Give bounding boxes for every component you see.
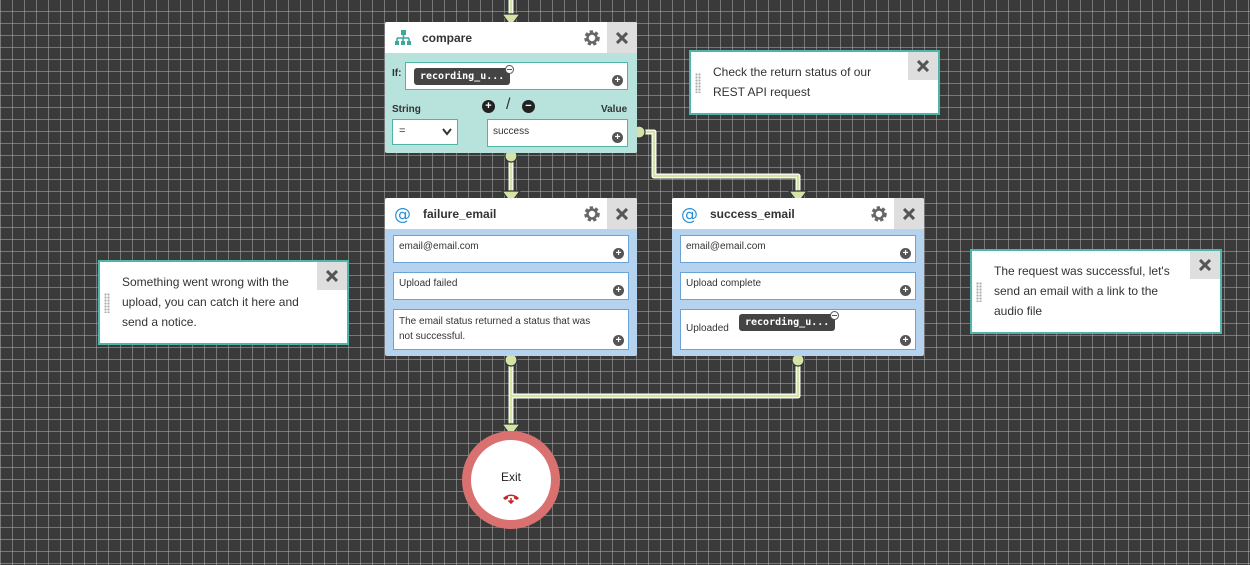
svg-text:@: @ bbox=[394, 205, 411, 224]
email-body-text: The email status returned a status that … bbox=[399, 314, 604, 344]
exit-node[interactable]: Exit bbox=[462, 431, 560, 529]
close-icon bbox=[903, 208, 915, 220]
hang-up-icon bbox=[502, 492, 520, 504]
email-body-field[interactable]: The email status returned a status that … bbox=[393, 309, 629, 350]
failure-note[interactable]: Something went wrong with the upload, yo… bbox=[98, 260, 349, 345]
add-variable-icon[interactable]: + bbox=[900, 335, 911, 346]
remove-variable-icon[interactable] bbox=[830, 311, 839, 320]
value-label: Value bbox=[601, 104, 627, 115]
success-email-node[interactable]: @ success_email email@email.com + Upload… bbox=[672, 198, 924, 356]
success-email-title: success_email bbox=[710, 207, 795, 221]
variable-pill[interactable]: recording_u... bbox=[739, 314, 835, 331]
drag-handle[interactable] bbox=[695, 73, 701, 93]
email-to-field[interactable]: email@email.com + bbox=[680, 235, 916, 263]
close-button[interactable] bbox=[607, 22, 637, 53]
failure-email-node[interactable]: @ failure_email email@email.com + Upload… bbox=[385, 198, 637, 356]
value-text: success bbox=[493, 126, 529, 137]
operator-selected: = bbox=[399, 125, 405, 137]
drag-handle[interactable] bbox=[104, 293, 110, 313]
branch-icon bbox=[393, 28, 413, 48]
close-icon bbox=[1199, 259, 1211, 271]
success-email-header[interactable]: @ success_email bbox=[672, 198, 924, 229]
add-variable-icon[interactable]: + bbox=[613, 248, 624, 259]
gear-icon[interactable] bbox=[582, 204, 602, 224]
chevron-down-icon bbox=[442, 128, 452, 136]
variable-pill-label: recording_u... bbox=[745, 317, 829, 328]
email-subject-text: Upload complete bbox=[686, 278, 761, 289]
close-icon bbox=[326, 270, 338, 282]
if-label: If: bbox=[392, 68, 401, 79]
wire-success-exit bbox=[511, 362, 798, 396]
operator-controls: + / − bbox=[482, 98, 542, 116]
wire-compare-success bbox=[639, 132, 798, 192]
close-button[interactable] bbox=[317, 262, 347, 290]
add-variable-icon[interactable]: + bbox=[900, 248, 911, 259]
svg-text:@: @ bbox=[681, 205, 698, 224]
failure-note-text: Something went wrong with the upload, yo… bbox=[122, 272, 313, 332]
email-subject-field[interactable]: Upload failed + bbox=[393, 272, 629, 300]
success-note-text: The request was successful, let's send a… bbox=[994, 261, 1186, 321]
email-to-field[interactable]: email@email.com + bbox=[393, 235, 629, 263]
close-icon bbox=[917, 60, 929, 72]
close-button[interactable] bbox=[894, 198, 924, 229]
at-sign-icon: @ bbox=[680, 204, 700, 224]
operator-separator: / bbox=[506, 96, 510, 114]
email-to-text: email@email.com bbox=[399, 241, 479, 252]
add-condition-icon[interactable]: + bbox=[482, 100, 495, 113]
email-body-prefix: Uploaded bbox=[686, 323, 729, 334]
drag-handle[interactable] bbox=[976, 282, 982, 302]
exit-label: Exit bbox=[471, 470, 551, 484]
close-icon bbox=[616, 208, 628, 220]
compare-note[interactable]: Check the return status of our REST API … bbox=[689, 50, 940, 115]
close-button[interactable] bbox=[908, 52, 938, 80]
add-variable-icon[interactable]: + bbox=[613, 285, 624, 296]
add-variable-icon[interactable]: + bbox=[900, 285, 911, 296]
email-to-text: email@email.com bbox=[686, 241, 766, 252]
variable-pill[interactable]: recording_u... bbox=[414, 68, 510, 85]
failure-email-header[interactable]: @ failure_email bbox=[385, 198, 637, 229]
add-variable-icon[interactable]: + bbox=[613, 335, 624, 346]
email-subject-text: Upload failed bbox=[399, 278, 457, 289]
gear-icon[interactable] bbox=[582, 28, 602, 48]
at-sign-icon: @ bbox=[393, 204, 413, 224]
failure-email-title: failure_email bbox=[423, 207, 496, 221]
compare-node[interactable]: compare If: recording_u... + String + / … bbox=[385, 22, 637, 153]
operator-select[interactable]: = bbox=[392, 119, 458, 145]
close-button[interactable] bbox=[1190, 251, 1220, 279]
close-button[interactable] bbox=[607, 198, 637, 229]
close-icon bbox=[616, 32, 628, 44]
remove-condition-icon[interactable]: − bbox=[522, 100, 535, 113]
email-body-field[interactable]: Uploaded recording_u... + bbox=[680, 309, 916, 350]
add-variable-icon[interactable]: + bbox=[612, 132, 623, 143]
gear-icon[interactable] bbox=[869, 204, 889, 224]
success-note[interactable]: The request was successful, let's send a… bbox=[970, 249, 1222, 334]
remove-variable-icon[interactable] bbox=[505, 65, 514, 74]
add-variable-icon[interactable]: + bbox=[612, 75, 623, 86]
variable-pill-label: recording_u... bbox=[420, 71, 504, 82]
compare-title: compare bbox=[422, 31, 472, 45]
exit-node-inner: Exit bbox=[471, 440, 551, 520]
compare-header[interactable]: compare bbox=[385, 22, 637, 53]
compare-note-text: Check the return status of our REST API … bbox=[713, 62, 904, 102]
if-condition-field[interactable]: recording_u... + bbox=[405, 62, 628, 90]
email-subject-field[interactable]: Upload complete + bbox=[680, 272, 916, 300]
value-field[interactable]: success + bbox=[487, 119, 628, 147]
string-label: String bbox=[392, 104, 421, 115]
